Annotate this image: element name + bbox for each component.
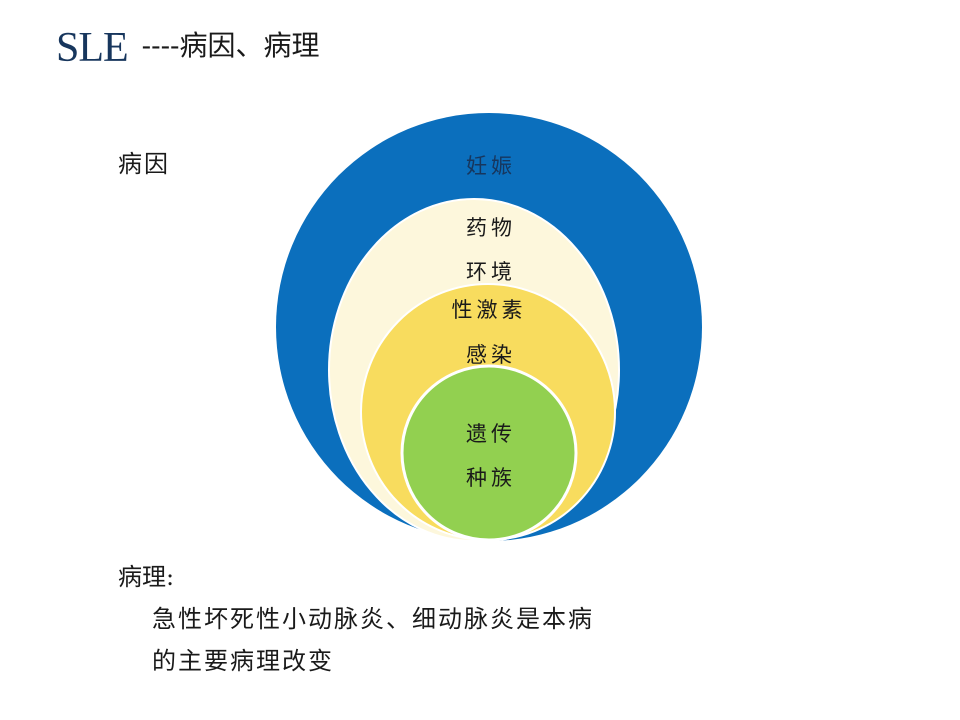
ring-second-label-2: 环境: [466, 260, 516, 284]
ring-third-label-1: 性激素: [451, 298, 527, 322]
title-subtitle: ----病因、病理: [141, 29, 320, 62]
pathology-label: 病理:: [118, 563, 175, 591]
ring-core: [400, 364, 578, 542]
pathology-line-2: 的主要病理改变: [152, 647, 334, 675]
pathology-line-1: 急性坏死性小动脉炎、细动脉炎是本病: [152, 605, 594, 633]
slide-title: SLE ----病因、病理: [56, 24, 320, 72]
ring-outer-label: 妊娠: [466, 154, 516, 178]
pathology-block: 病理: 急性坏死性小动脉炎、细动脉炎是本病 的主要病理改变: [118, 556, 594, 682]
ring-core-label-1: 遗传: [466, 422, 516, 446]
ring-core-label-2: 种族: [466, 466, 516, 490]
title-main: SLE: [56, 25, 129, 71]
ring-third-label-2: 感染: [466, 343, 516, 367]
etiology-label: 病因: [118, 150, 170, 178]
ring-second-label-1: 药物: [466, 216, 516, 240]
